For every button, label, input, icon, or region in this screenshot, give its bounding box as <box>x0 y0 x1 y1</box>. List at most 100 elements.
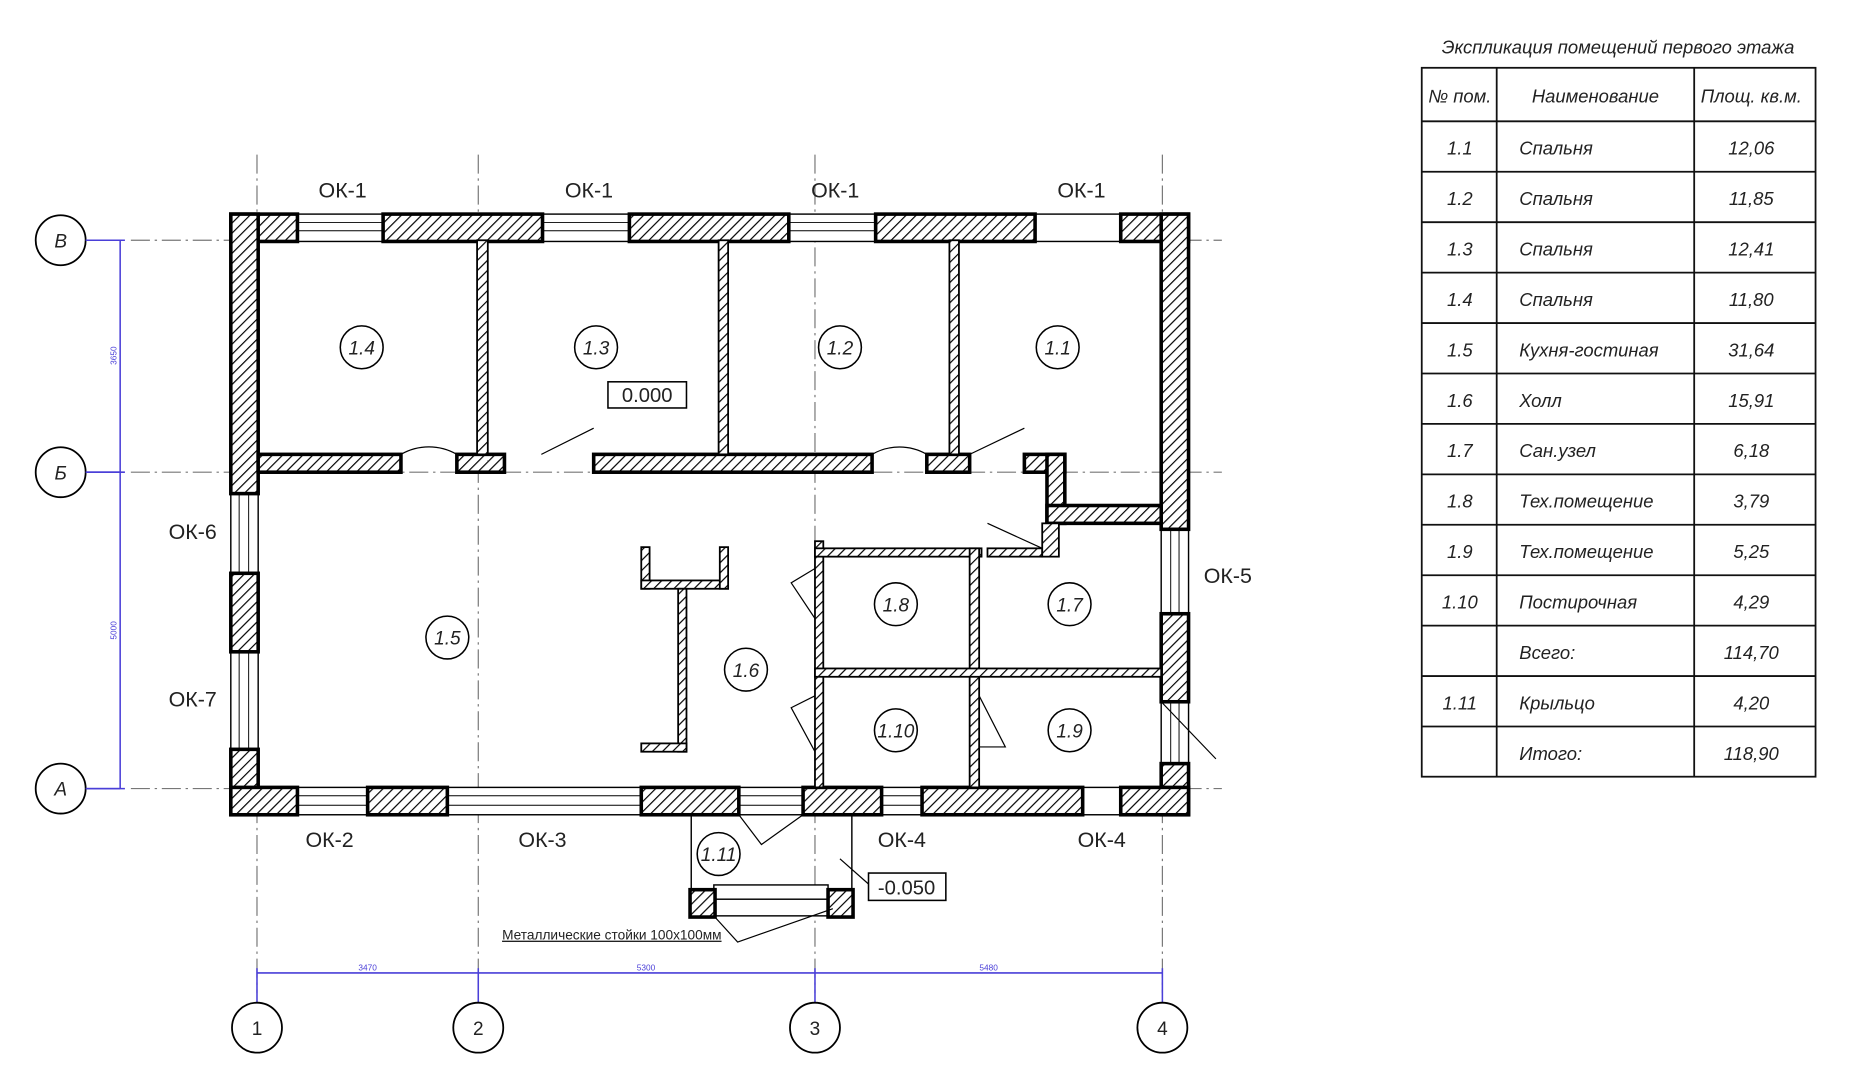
dimension-label: 5300 <box>637 963 656 973</box>
window-label: ОК-1 <box>319 178 367 202</box>
table-cell-number: 1.10 <box>1442 592 1479 613</box>
window-label: ОК-2 <box>305 828 353 852</box>
table-cell-name: Итого: <box>1519 743 1582 764</box>
table-cell-number: 1.5 <box>1447 339 1473 360</box>
room-tag <box>696 831 741 877</box>
note-leader <box>713 908 834 943</box>
room-number: 1.9 <box>1056 721 1083 742</box>
room-number: 1.4 <box>348 338 374 359</box>
level-mark: -0.050 <box>878 877 935 899</box>
table-cell-area: 11,80 <box>1729 289 1774 310</box>
partition <box>677 587 688 753</box>
partition <box>814 667 1163 678</box>
axis-label: 1 <box>252 1019 263 1040</box>
room-number: 1.3 <box>583 338 610 359</box>
table-cell-name: Спальня <box>1519 289 1593 310</box>
table-cell-name: Всего: <box>1519 642 1575 663</box>
axis-bubble <box>1136 1001 1189 1054</box>
axis-bubble <box>789 1001 841 1054</box>
dimension-label: 3470 <box>358 963 377 973</box>
table-cell-name: Спальня <box>1519 138 1593 159</box>
level-mark: 0.000 <box>622 385 673 407</box>
door-swing <box>790 568 816 619</box>
table-cell-name: Постирочная <box>1519 592 1637 613</box>
table-cell-area: 12,06 <box>1728 138 1775 159</box>
exterior-wall <box>920 785 1085 817</box>
table-cell-area: 6,18 <box>1733 440 1770 461</box>
posts-note: Металлические стойки 100х100мм <box>502 928 721 943</box>
table-cell-number: 1.2 <box>1447 188 1473 209</box>
exterior-wall <box>873 212 1037 244</box>
dimension-label: 3650 <box>109 346 119 365</box>
room-number: 1.10 <box>877 721 914 742</box>
table-cell-area: 4,20 <box>1733 692 1770 713</box>
axis-label: 3 <box>810 1019 821 1040</box>
door-swing <box>987 522 1043 549</box>
door-swing <box>738 814 804 846</box>
exterior-wall <box>381 212 545 244</box>
room-tag <box>339 325 384 370</box>
partition <box>948 239 960 456</box>
table-cell-name: Холл <box>1518 390 1562 411</box>
exterior-wall <box>1118 785 1191 817</box>
table-cell-name: Кухня-гостиная <box>1519 339 1659 360</box>
table-border <box>1420 66 1817 778</box>
exterior-wall <box>365 785 450 817</box>
table-cell-area: 31,64 <box>1728 339 1774 360</box>
table-title: Экспликация помещений первого этажа <box>1442 37 1795 58</box>
interior-wall <box>591 452 874 474</box>
door-swing <box>790 695 816 753</box>
table-cell-number: 1.1 <box>1447 138 1473 159</box>
room-tag <box>425 615 470 660</box>
window-label: ОК-5 <box>1204 564 1252 588</box>
table-cell-area: 3,79 <box>1733 491 1769 512</box>
table-cell-area: 12,41 <box>1728 238 1774 259</box>
table-cell-area: 5,25 <box>1733 541 1770 562</box>
axis-label: Б <box>54 463 66 484</box>
table-header: Наименование <box>1532 85 1659 106</box>
axis-label: 4 <box>1157 1019 1168 1040</box>
table-cell-number: 1.8 <box>1447 491 1473 512</box>
room-number: 1.2 <box>827 338 854 359</box>
table-cell-number: 1.9 <box>1447 541 1473 562</box>
door-swing <box>541 427 594 455</box>
table-cell-name: Тех.помещение <box>1519 491 1653 512</box>
room-number: 1.8 <box>883 595 910 616</box>
room-number: 1.11 <box>701 845 737 866</box>
table-cell-name: Спальня <box>1519 238 1593 259</box>
metal-post <box>826 887 855 919</box>
door-swing <box>871 446 928 455</box>
door-swing <box>978 695 1007 748</box>
interior-wall <box>256 452 403 474</box>
room-number: 1.6 <box>733 661 760 682</box>
table-cell-area: 118,90 <box>1724 743 1780 764</box>
partition <box>717 239 730 456</box>
partition <box>640 579 730 590</box>
table-header: Площ. кв.м. <box>1701 85 1802 106</box>
table-cell-name: Сан.узел <box>1519 440 1596 461</box>
table-cell-area: 15,91 <box>1728 390 1774 411</box>
exterior-wall <box>639 785 741 817</box>
exterior-wall <box>1159 212 1191 532</box>
table-cell-area: 4,29 <box>1733 592 1769 613</box>
axis-bubble <box>452 1001 505 1054</box>
room-tag <box>873 708 919 753</box>
window-label: ОК-7 <box>169 688 217 712</box>
room-number: 1.5 <box>434 629 461 650</box>
axis-label: В <box>54 231 67 252</box>
window-label: ОК-4 <box>1078 828 1126 852</box>
interior-wall <box>455 452 507 474</box>
table-cell-number: 1.6 <box>1447 390 1473 411</box>
axis-bubble <box>231 1001 283 1054</box>
window-label: ОК-4 <box>878 828 926 852</box>
room-tag <box>1035 325 1080 370</box>
exterior-wall <box>229 212 260 496</box>
partition <box>814 547 983 558</box>
room-tag <box>873 582 919 627</box>
door-swing <box>1160 701 1217 760</box>
table-cell-name: Спальня <box>1519 188 1593 209</box>
partition <box>986 547 1044 558</box>
